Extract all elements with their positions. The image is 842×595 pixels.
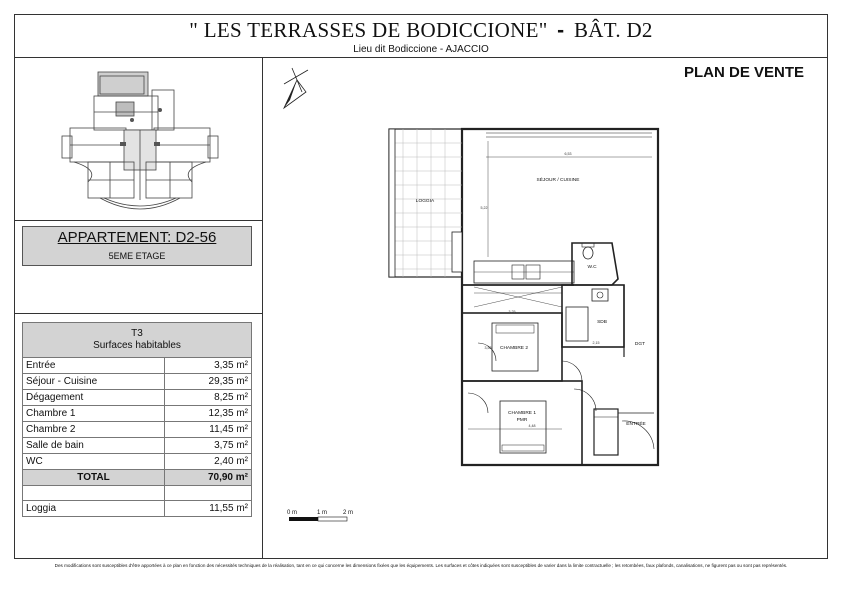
room-label: Séjour - Cuisine [22, 373, 165, 390]
project-name: " LES TERRASSES DE BODICCIONE" [189, 18, 548, 42]
room-label: Chambre 2 [22, 421, 165, 438]
dimension-label: 3,25 [509, 310, 516, 314]
section-divider [14, 220, 262, 221]
surfaces-table-heading: T3 Surfaces habitables [22, 322, 252, 358]
apartment-banner: APPARTEMENT: D2-56 5EME ETAGE [22, 226, 252, 266]
room-area: 3,75 m² [164, 437, 252, 454]
dimension-label: 2,15 [593, 341, 600, 345]
room-label-chambre-1: CHAMBRE 1 [508, 410, 536, 416]
room-area: 2,40 m² [164, 453, 252, 470]
surfaces-heading: Surfaces habitables [93, 340, 181, 351]
column-divider [262, 57, 263, 559]
room-label-sejour: SÉJOUR / CUISINE [537, 176, 580, 183]
header-divider [14, 57, 828, 58]
room-label-sdb: SDB [597, 319, 607, 325]
room-label: Dégagement [22, 389, 165, 406]
room-area: 12,35 m² [164, 405, 252, 422]
room-label: WC [22, 453, 165, 470]
total-value: 70,90 m² [164, 469, 252, 486]
apartment-floor: 5EME ETAGE [108, 251, 166, 261]
loggia-label: Loggia [22, 500, 165, 517]
dimension-label: 6,53 [565, 152, 572, 156]
room-label-chambre-2: CHAMBRE 2 [500, 345, 528, 351]
room-label-dgt: DGT [635, 341, 645, 347]
building-name: BÂT. D2 [574, 18, 653, 42]
page-frame [14, 14, 828, 559]
section-divider [14, 313, 262, 314]
dimension-label: 4,48 [529, 424, 536, 428]
room-label: Salle de bain [22, 437, 165, 454]
room-area: 11,45 m² [164, 421, 252, 438]
building-key-plan [61, 71, 219, 210]
floor-plan: LOGGIA SÉJOUR / CUISINE W.C SDB CHAMBRE … [388, 127, 660, 467]
project-title: " LES TERRASSES DE BODICCIONE" - BÂT. D2 [0, 18, 842, 43]
room-area: 3,35 m² [164, 357, 252, 374]
room-area: 8,25 m² [164, 389, 252, 406]
scale-label-1: 1 m [317, 510, 327, 516]
spacer-row [22, 485, 252, 501]
dimension-label: 3,52 [485, 346, 492, 350]
surfaces-table-header: T3 Surfaces habitables [22, 322, 252, 358]
room-label-entree: ENTRÉE [626, 420, 645, 427]
room-label-wc: W.C [587, 264, 597, 270]
room-label-pmr: PMR [517, 417, 528, 423]
plan-type-label: PLAN DE VENTE [684, 64, 805, 81]
loggia-value: 11,55 m² [164, 500, 252, 517]
room-area: 29,35 m² [164, 373, 252, 390]
project-location: Lieu dit Bodiccione - AJACCIO [353, 44, 489, 55]
spacer-cell [22, 485, 165, 501]
apartment-type: T3 [131, 328, 143, 339]
disclaimer-text: Des modifications sont susceptibles d'êt… [54, 563, 788, 568]
room-label: Chambre 1 [22, 405, 165, 422]
dimension-label: 5,22 [481, 206, 488, 210]
scale-bar: 0 m 1 m 2 m [287, 510, 353, 522]
spacer-cell [164, 485, 252, 501]
total-label: TOTAL [22, 469, 165, 486]
room-label-loggia: LOGGIA [416, 198, 435, 204]
room-label: Entrée [22, 357, 165, 374]
apartment-title: APPARTEMENT: D2-56 [57, 229, 217, 246]
scale-label-0: 0 m [287, 510, 297, 516]
north-arrow-icon [282, 67, 309, 110]
scale-label-2: 2 m [343, 510, 353, 516]
title-dash: - [557, 19, 565, 42]
